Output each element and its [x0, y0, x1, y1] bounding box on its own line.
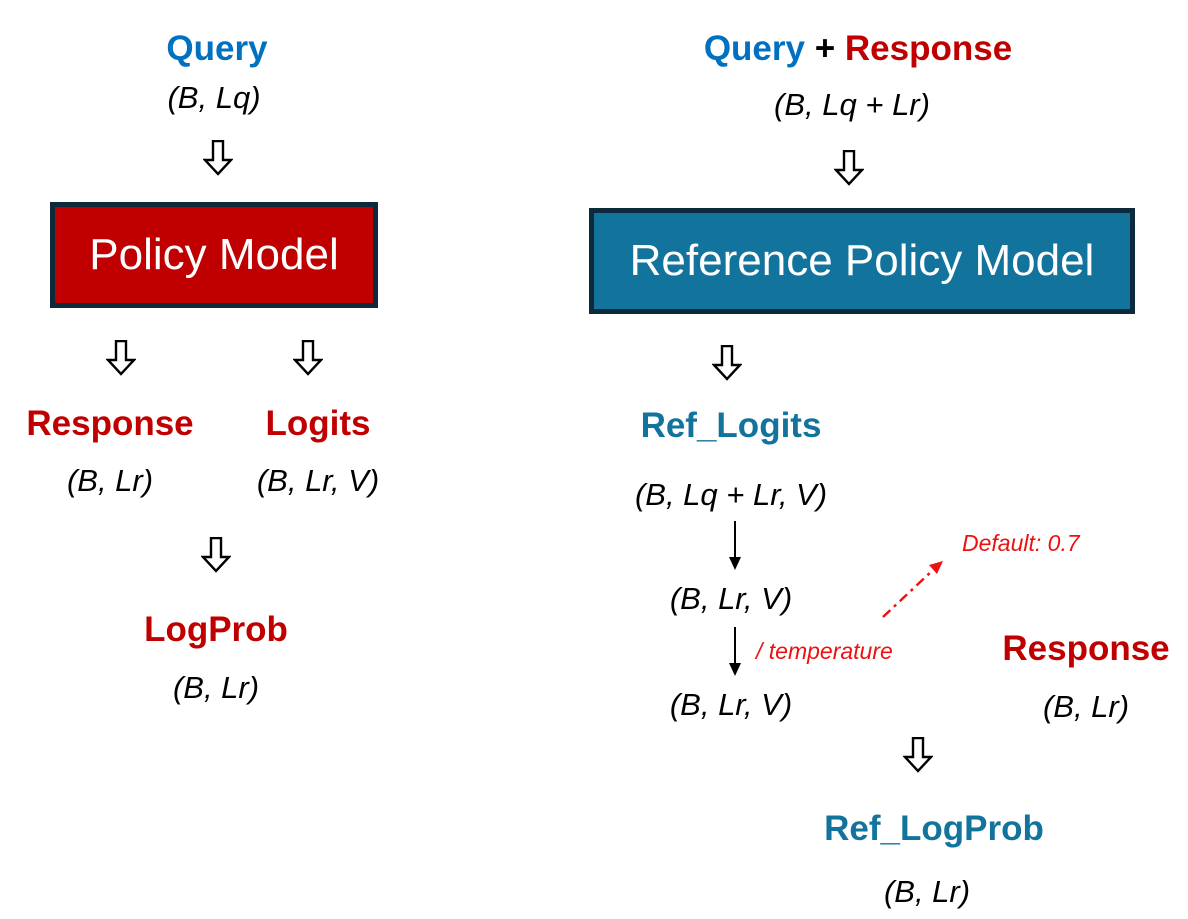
hollow-down-arrow-icon: [106, 340, 136, 376]
reference-policy-model-box: Reference Policy Model: [589, 208, 1135, 314]
reference-policy-model-label: Reference Policy Model: [629, 236, 1095, 285]
left-logprob-shape: (B, Lr): [172, 670, 260, 705]
right-plus-sign: +: [814, 29, 836, 68]
left-response-shape: (B, Lr): [66, 463, 154, 498]
left-query-shape: (B, Lq): [167, 80, 261, 115]
right-input-title: Query + Response: [704, 31, 1012, 66]
thin-down-arrow-icon: [729, 521, 741, 570]
thin-down-arrow-icon: [729, 627, 741, 676]
right-query-label: Query: [703, 29, 805, 68]
right-response-side-label: Response: [1002, 629, 1170, 668]
right-response-side-shape: (B, Lr): [1042, 689, 1130, 724]
right-input-shape: (B, Lq + Lr): [774, 87, 930, 122]
hollow-down-arrow-icon: [203, 140, 233, 176]
hollow-down-arrow-icon: [834, 150, 864, 186]
sliced-logits-shape: (B, Lr, V): [669, 581, 793, 616]
left-logprob-label: LogProb: [144, 610, 288, 649]
scaled-logits-shape: (B, Lr, V): [669, 687, 793, 722]
temperature-note: / temperature: [756, 638, 893, 664]
dash-dot-arrow-icon: [882, 561, 943, 618]
policy-model-box: Policy Model: [50, 202, 378, 308]
hollow-down-arrow-icon: [712, 345, 742, 381]
ref-logits-label: Ref_Logits: [640, 406, 822, 445]
ref-logits-shape: (B, Lq + Lr, V): [634, 477, 828, 512]
ref-logprob-label: Ref_LogProb: [824, 809, 1044, 848]
left-response-label: Response: [26, 404, 194, 443]
left-logits-shape: (B, Lr, V): [256, 463, 380, 498]
left-logits-label: Logits: [265, 404, 371, 443]
right-response-label: Response: [844, 29, 1013, 68]
hollow-down-arrow-icon: [293, 340, 323, 376]
default-temperature-note: Default: 0.7: [962, 530, 1080, 556]
ref-logprob-shape: (B, Lr): [883, 874, 971, 909]
hollow-down-arrow-icon: [201, 537, 231, 573]
policy-model-label: Policy Model: [89, 230, 339, 279]
left-query-label: Query: [166, 29, 268, 68]
hollow-down-arrow-icon: [903, 737, 933, 773]
